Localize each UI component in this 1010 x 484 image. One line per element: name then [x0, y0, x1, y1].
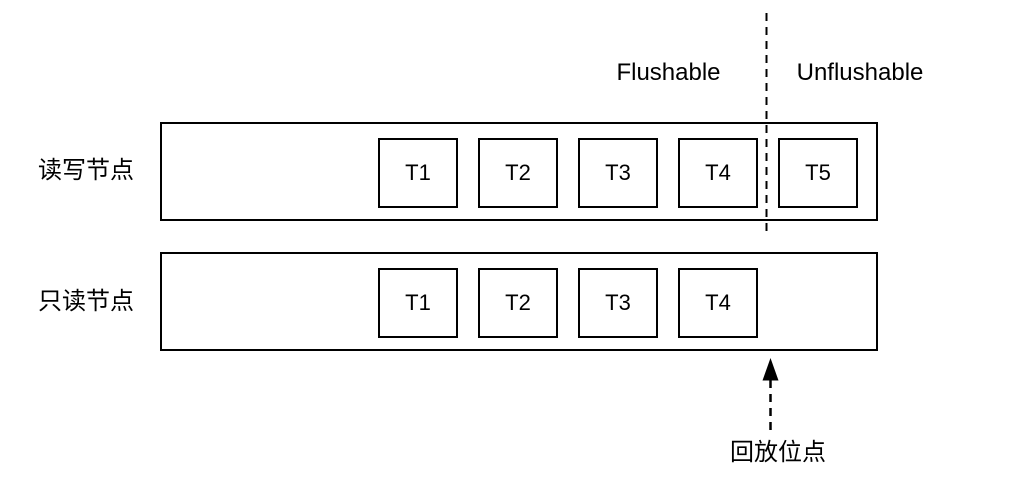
replay-position-arrow-icon	[762, 358, 779, 433]
rw-block-t4: T4	[678, 138, 758, 208]
ro-block-t1: T1	[378, 268, 458, 338]
rw-block-t2: T2	[478, 138, 558, 208]
unflushable-region-label: Unflushable	[796, 59, 924, 86]
flushable-region-label: Flushable	[616, 59, 721, 86]
rw-block-t5: T5	[778, 138, 858, 208]
ro-node-row-label: 只读节点	[38, 288, 134, 315]
replay-position-label: 回放位点	[730, 439, 826, 466]
ro-block-t4: T4	[678, 268, 758, 338]
rw-node-row-label: 读写节点	[38, 157, 134, 184]
ro-block-t3: T3	[578, 268, 658, 338]
rw-block-t1: T1	[378, 138, 458, 208]
rw-node-log-container: T1 T2 T3 T4 T5	[160, 122, 878, 221]
ro-node-log-container: T1 T2 T3 T4	[160, 252, 878, 351]
ro-block-t2: T2	[478, 268, 558, 338]
rw-block-t3: T3	[578, 138, 658, 208]
